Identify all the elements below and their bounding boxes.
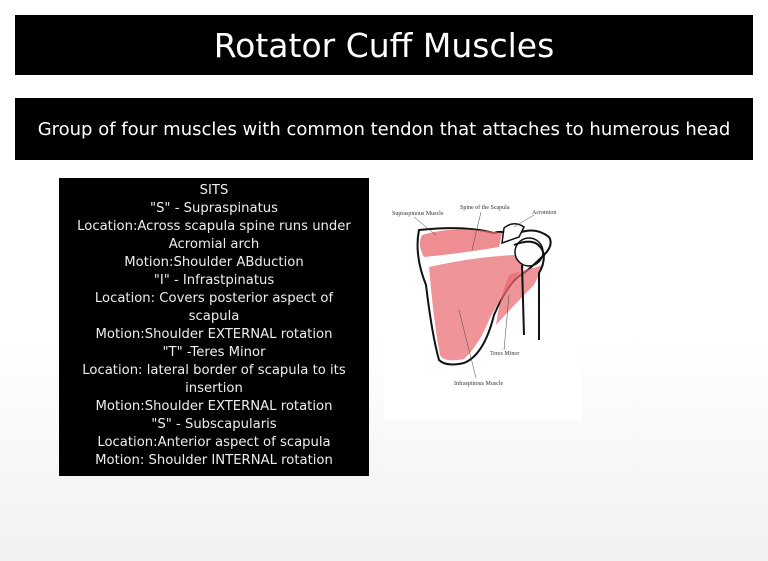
sits-line: Location: lateral border of scapula to i… — [82, 363, 346, 378]
scapula-illustration: Supraspinous Muscle Spine of the Scapula… — [384, 195, 582, 420]
sits-text-box: SITS "S" - Supraspinatus Location:Across… — [59, 178, 369, 476]
sits-line: "S" - Subscapularis — [151, 417, 277, 432]
sits-line: Location: Covers posterior aspect of — [94, 291, 334, 306]
sits-line: Location:Anterior aspect of scapula — [97, 435, 331, 450]
teres-minor-muscle — [496, 265, 544, 325]
label-spine-of-scapula: Spine of the Scapula — [460, 204, 510, 211]
sits-line: Acromial arch — [168, 237, 260, 252]
sits-line: SITS — [199, 183, 229, 198]
sits-line: "T" -Teres Minor — [162, 345, 266, 360]
sits-line: Location:Across scapula spine runs under — [77, 219, 351, 234]
sits-line: Motion: Shoulder INTERNAL rotation — [95, 453, 333, 468]
supraspinatus-muscle — [419, 229, 502, 257]
sits-line: scapula — [188, 309, 240, 324]
label-teres-minor: Teres Minor — [490, 351, 519, 357]
humerus — [513, 240, 546, 340]
infraspinatus-muscle — [429, 255, 524, 361]
sits-line: "S" - Supraspinatus — [150, 201, 278, 216]
acromion — [501, 223, 525, 245]
slide-subtitle: Group of four muscles with common tendon… — [15, 98, 753, 160]
label-supraspinous: Supraspinous Muscle — [392, 211, 444, 217]
sits-line: "I" - Infrastpinatus — [153, 273, 275, 288]
sits-line: insertion — [185, 381, 243, 396]
sits-line: Motion:Shoulder EXTERNAL rotation — [95, 399, 333, 414]
label-infraspinous: Infraspinous Muscle — [454, 380, 503, 387]
sits-line: Motion:Shoulder ABduction — [124, 255, 304, 270]
sits-line: Motion:Shoulder EXTERNAL rotation — [95, 327, 333, 342]
slide-title: Rotator Cuff Muscles — [15, 15, 753, 75]
label-acromion: Acromion — [532, 210, 556, 216]
